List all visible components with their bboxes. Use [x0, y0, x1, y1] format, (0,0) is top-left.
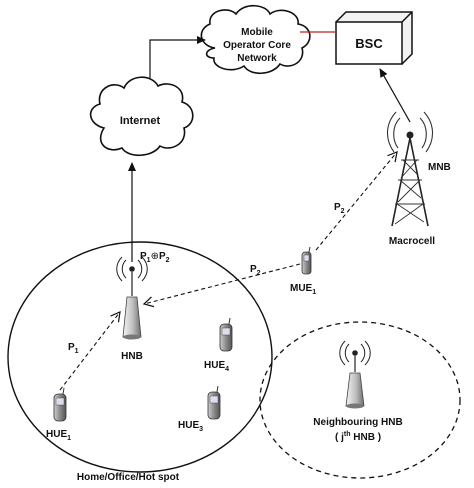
hnb-access-point	[116, 256, 148, 340]
internet-cloud: Internet	[89, 76, 194, 157]
home-coverage-circle	[7, 241, 273, 473]
mnb-tower	[386, 111, 434, 227]
hnb-label: HNB	[121, 351, 143, 362]
neighbour-hnb-access-point	[339, 340, 371, 409]
core-network-cloud: Mobile Operator Core Network	[200, 4, 311, 75]
mue-label: MUE1	[290, 283, 316, 296]
hue4-label: HUE4	[204, 360, 229, 373]
core-network-label-line2: Operator Core	[223, 40, 291, 51]
hue3-label: HUE3	[178, 420, 203, 433]
core-network-label-line3: Network	[237, 53, 277, 64]
neighbour-hnb-index-label: ( jth HNB )	[335, 431, 381, 443]
hue1-phone	[53, 387, 67, 422]
neighbour-hnb-label: Neighbouring HNB	[313, 417, 402, 428]
internet-to-core-arrow	[149, 36, 206, 78]
neighbour-coverage-circle	[259, 321, 461, 479]
internet-label: Internet	[120, 115, 161, 127]
home-coverage-label: Home/Office/Hot spot	[77, 472, 180, 483]
bsc-label: BSC	[355, 36, 383, 51]
p1-xor-p2-label: P1⊕P2	[140, 251, 170, 264]
hue3-phone	[207, 385, 221, 420]
mue-phone	[301, 246, 312, 275]
p1-link-label: P1	[68, 342, 79, 355]
mnb-label: MNB	[428, 162, 451, 173]
hue1-label: HUE1	[46, 429, 71, 442]
core-network-label-line1: Mobile	[241, 27, 273, 38]
hue4-phone	[219, 317, 233, 352]
macrocell-label: Macrocell	[389, 236, 435, 247]
hue1-to-hnb-link	[59, 311, 121, 391]
mue-to-hnb-link	[142, 263, 301, 308]
mue-to-mnb-link	[315, 151, 398, 251]
p2-hnb-link-label: P2	[250, 264, 261, 277]
mnb-to-bsc-arrow	[379, 68, 411, 123]
p2-mnb-link-label: P2	[334, 202, 345, 215]
bsc-box: BSC	[335, 11, 413, 65]
